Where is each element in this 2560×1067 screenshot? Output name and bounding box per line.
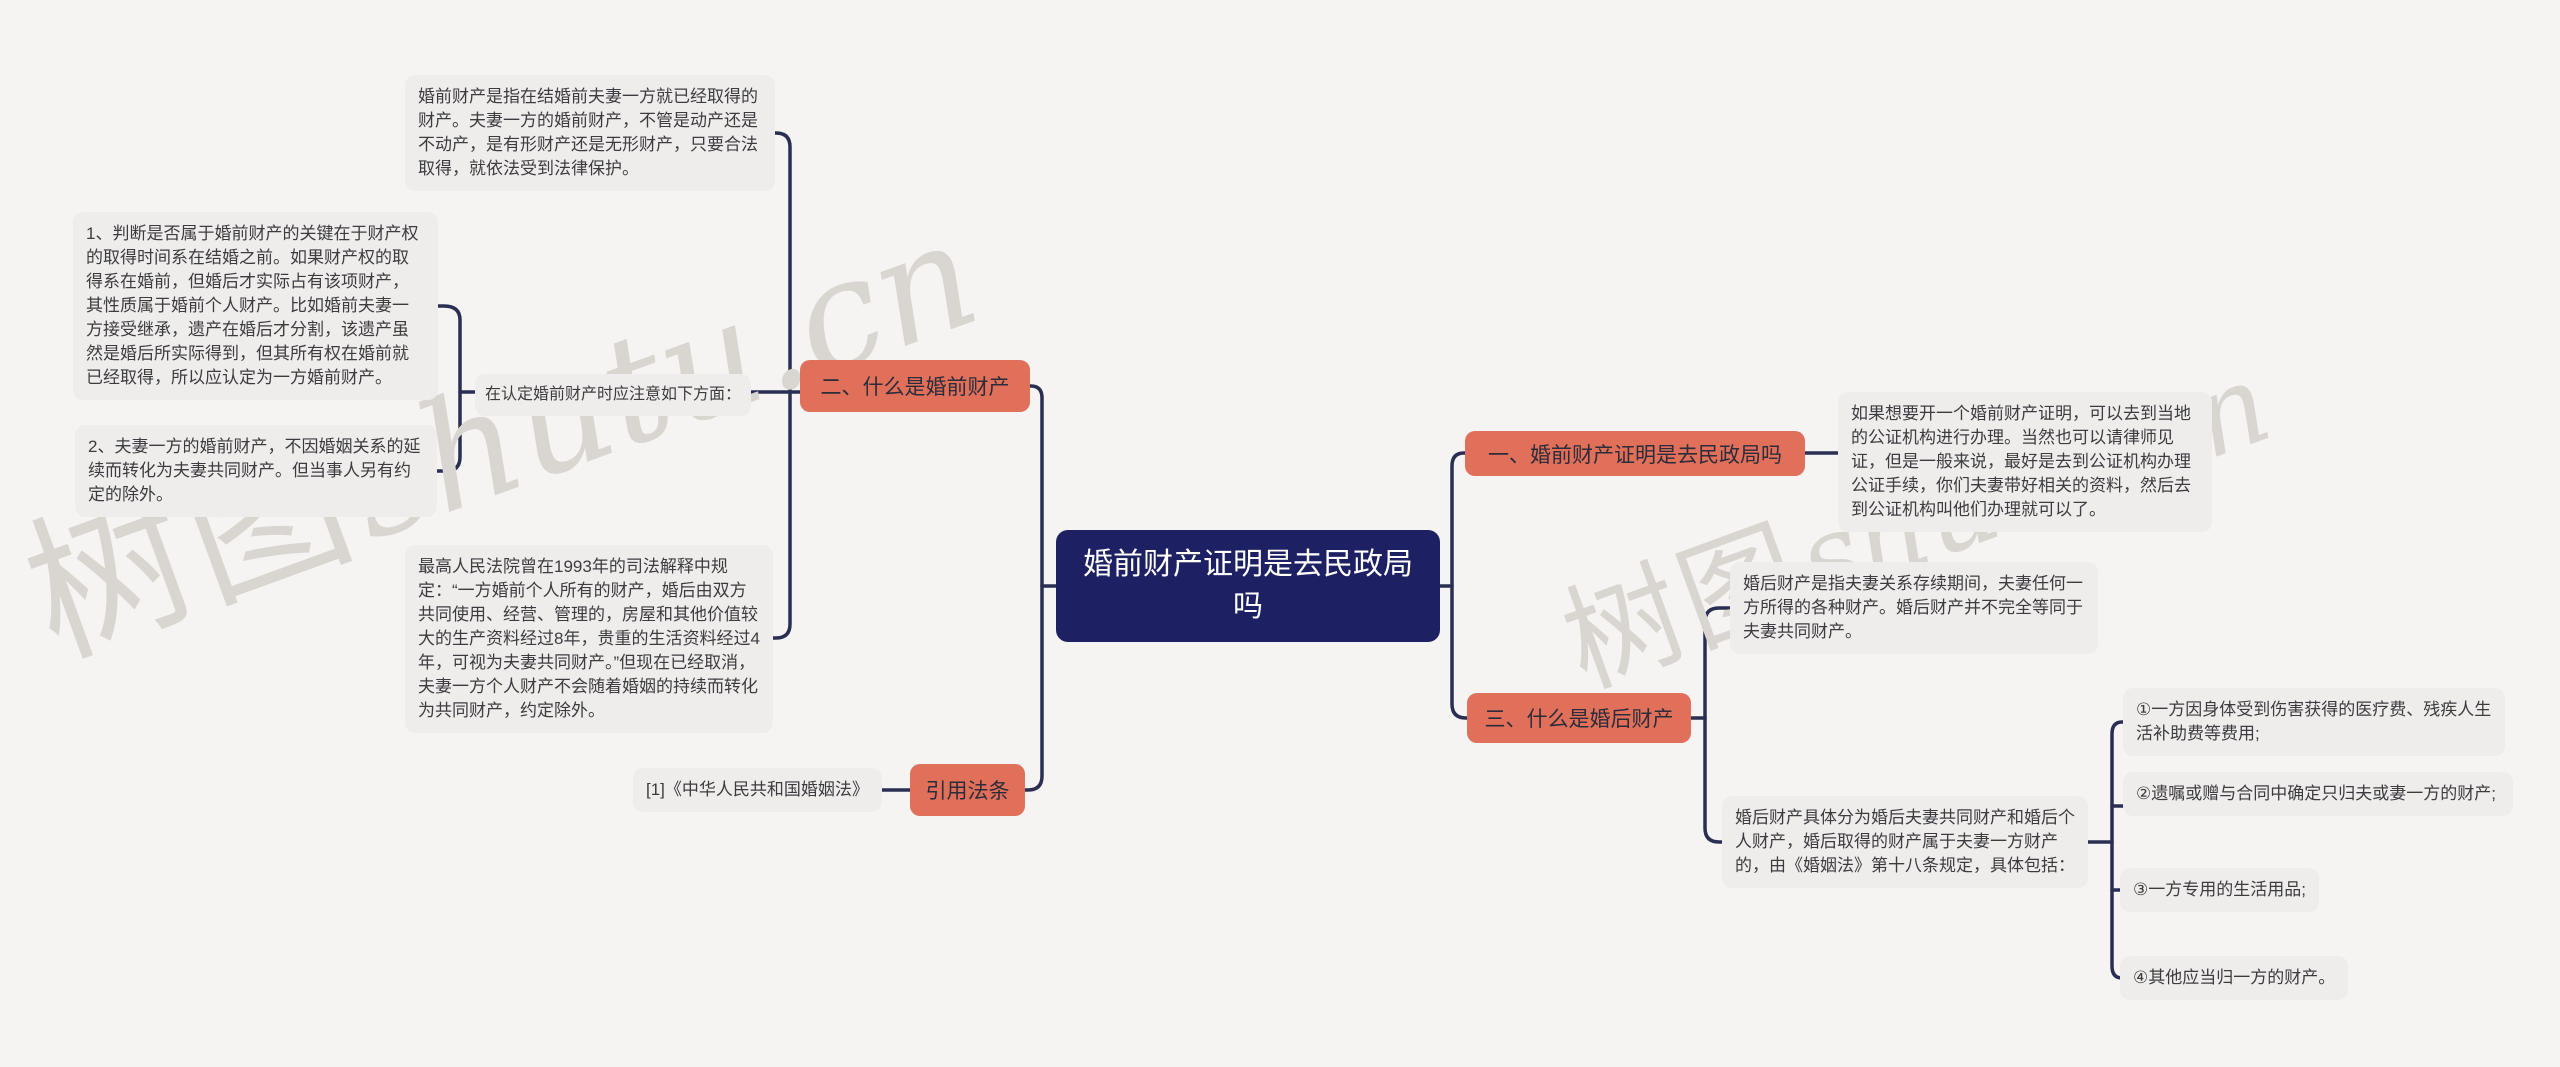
connector-branch3-bracket [1703,606,1732,844]
certificate-detail-box[interactable]: 如果想要开一个婚前财产证明，可以去到当地的公证机构进行办理。当然也可以请律师见证… [1838,392,2212,532]
list-item-box-1[interactable]: ①一方因身体受到伤害获得的医疗费、残疾人生活补助费等费用; [2123,688,2505,756]
legal-citation-node[interactable]: 引用法条 [910,764,1025,816]
premarital-definition-box[interactable]: 婚前财产是指在结婚前夫妻一方就已经取得的财产。夫妻一方的婚前财产，不管是动产还是… [405,75,775,191]
list-item-box-4[interactable]: ④其他应当归一方的财产。 [2120,956,2349,1000]
connector-right-bracket [1450,451,1469,720]
point-box-1[interactable]: 1、判断是否属于婚前财产的关键在于财产权的取得时间系在结婚之前。如果财产权的取得… [73,212,438,400]
connector-items-bracket [2110,720,2125,980]
list-item-box-2[interactable]: ②遗嘱或赠与合同中确定只归夫或妻一方的财产; [2123,772,2513,816]
list-item-box-3[interactable]: ③一方专用的生活用品; [2120,868,2319,912]
connector-left-bracket [1023,384,1044,792]
connector-left-trunk [771,131,792,640]
connector-points-bracket [435,304,462,473]
branch-node-what-is-postmarital-property[interactable]: 三、什么是婚后财产 [1467,693,1691,743]
branch-node-what-is-premarital-property[interactable]: 二、什么是婚前财产 [800,360,1030,412]
judicial-interpretation-box[interactable]: 最高人民法院曾在1993年的司法解释中规定：“一方婚前个人所有的财产，婚后由双方… [405,545,773,733]
citation-source-box[interactable]: [1]《中华人民共和国婚姻法》 [633,768,882,812]
branch-node-certificate-civil-affairs[interactable]: 一、婚前财产证明是去民政局吗 [1465,431,1805,476]
note-box[interactable]: 在认定婚前财产时应注意如下方面： [475,374,752,416]
central-topic-node[interactable]: 婚前财产证明是去民政局吗 [1056,530,1440,642]
postmarital-definition-box[interactable]: 婚后财产是指夫妻关系存续期间，夫妻任何一方所得的各种财产。婚后财产并不完全等同于… [1730,562,2098,654]
point-box-2[interactable]: 2、夫妻一方的婚前财产，不因婚姻关系的延续而转化为夫妻共同财产。但当事人另有约定… [75,425,437,517]
postmarital-detail-box[interactable]: 婚后财产具体分为婚后夫妻共同财产和婚后个人财产，婚后取得的财产属于夫妻一方财产的… [1722,796,2088,888]
